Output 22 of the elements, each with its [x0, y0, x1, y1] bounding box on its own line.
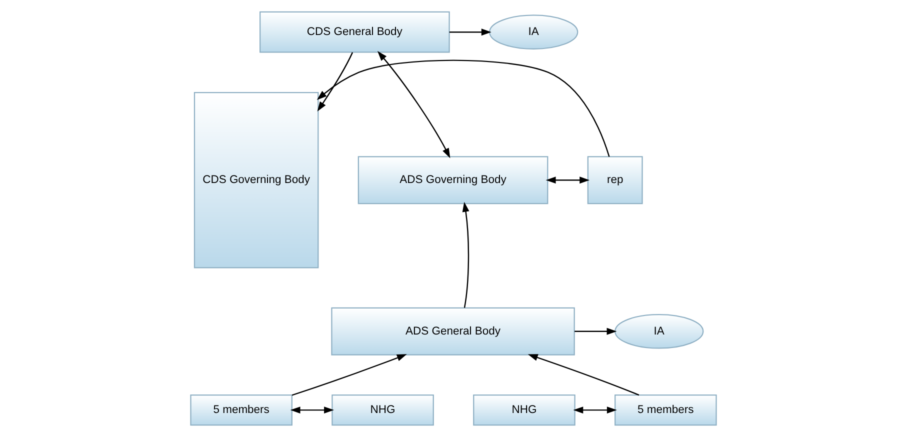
- arrow: [291, 354, 406, 396]
- arrow: [316, 60, 610, 157]
- node-box: rep: [586, 156, 642, 204]
- node-box: ADS General Body: [330, 307, 574, 356]
- node-box: CDS Governing Body: [193, 92, 318, 268]
- node-box: 5 members: [190, 394, 292, 426]
- arrow: [545, 176, 590, 184]
- arrow: [290, 406, 334, 414]
- node-ellipse: IA: [488, 14, 578, 50]
- arrow: [574, 328, 616, 335]
- node-box: CDS General Body: [259, 11, 450, 53]
- arrow: [572, 406, 616, 414]
- arrow: [462, 202, 469, 308]
- node-box: 5 members: [614, 394, 716, 426]
- arrow: [316, 52, 353, 112]
- node-box: NHG: [331, 394, 434, 426]
- arrow: [448, 28, 491, 36]
- node-box: ADS Governing Body: [357, 156, 548, 204]
- arrow: [376, 51, 450, 158]
- arrow: [527, 354, 639, 396]
- node-ellipse: IA: [614, 314, 704, 349]
- node-box: NHG: [472, 394, 575, 426]
